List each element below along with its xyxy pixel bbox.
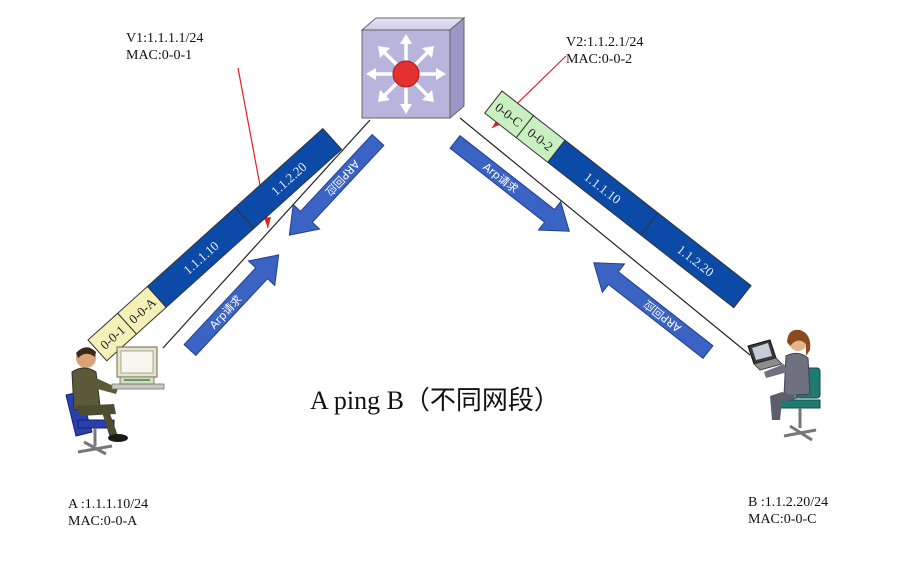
host-a-label: A :1.1.1.10/24 MAC:0-0-A: [68, 496, 148, 530]
host-a-mac: MAC:0-0-A: [68, 514, 138, 529]
link-switch-b: [459, 117, 751, 356]
arrow-left-up-label: Arp请求: [207, 293, 244, 332]
arrow-left-down-label: ARP回应: [322, 157, 362, 199]
arrow-right-up-label: ARP回应: [641, 297, 684, 335]
gateway-v2-label: V2:1.1.2.1/24 MAC:0-0-2: [566, 34, 643, 68]
v2-pointer-head: [492, 119, 502, 128]
host-b-mac: MAC:0-0-C: [748, 512, 817, 527]
person-desktop-icon: [65, 346, 165, 456]
host-a-ip: A :1.1.1.10/24: [68, 497, 149, 512]
v1-pointer-head: [264, 217, 271, 228]
frame-left-dst-ip-cell: [234, 127, 343, 230]
link-a-switch: [162, 119, 371, 349]
gateway-v1-mac: MAC:0-0-1: [126, 48, 193, 63]
gateway-v1-ip: V1:1.1.1.1/24: [126, 31, 204, 46]
host-b-label: B :1.1.2.20/24 MAC:0-0-C: [748, 494, 828, 528]
l3-switch-icon: [360, 16, 466, 120]
host-b-ip: B :1.1.2.20/24: [748, 495, 829, 510]
gateway-v1-label: V1:1.1.1.1/24 MAC:0-0-1: [126, 30, 203, 64]
person-laptop-icon: [747, 329, 821, 442]
gateway-v2-ip: V2:1.1.2.1/24: [566, 35, 644, 50]
frame-right-dst-ip-cell: [640, 212, 752, 309]
diagram-title: A ping B（不同网段）: [310, 386, 560, 415]
gateway-v2-mac: MAC:0-0-2: [566, 52, 633, 67]
